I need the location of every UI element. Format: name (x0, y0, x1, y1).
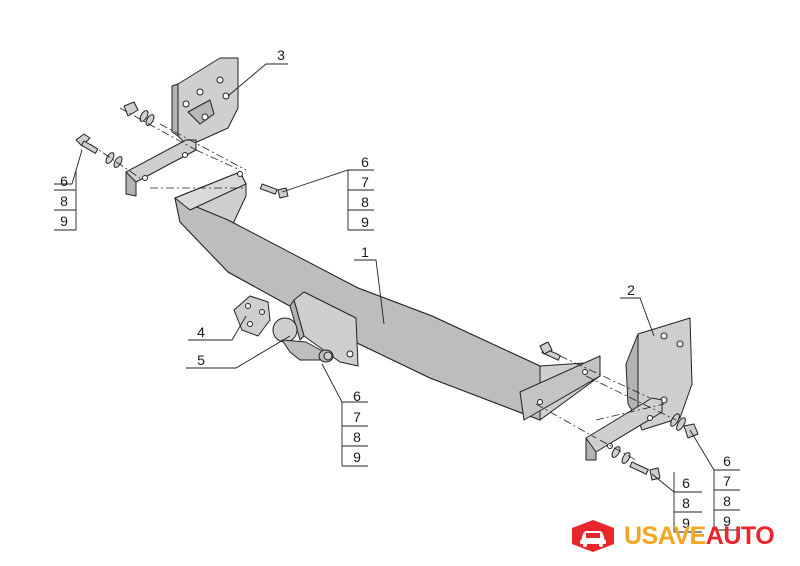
callout-stack-top-center-6: 6 (361, 154, 369, 170)
callout-stack-bottom-right-a-9: 9 (682, 515, 690, 531)
ball-holder-bracket (289, 291, 359, 367)
part-1-crossbeam (174, 171, 601, 421)
logo-wordmark: USAVEAUTO (624, 518, 775, 554)
callout-stack-center-9: 9 (353, 449, 361, 465)
alignment-lines (89, 107, 677, 461)
callout-part-2: 2 (627, 282, 635, 298)
callout-stack-top-left-9: 9 (60, 213, 68, 229)
part-right-side-bracket (585, 397, 663, 461)
callout-stack-top-center-9: 9 (361, 214, 369, 230)
callout-stack-top-left-6: 6 (60, 173, 68, 189)
callout-stack-top-center-7: 7 (361, 174, 369, 190)
callout-stack-bottom-right-b-9: 9 (723, 513, 731, 529)
part-5-tow-ball (272, 317, 334, 363)
callout-stack-bottom-right-b-8: 8 (723, 493, 731, 509)
callout-part-1: 1 (361, 244, 369, 260)
callout-part-5: 5 (197, 352, 205, 368)
callout-part-3: 3 (277, 47, 285, 63)
car-icon (572, 520, 614, 552)
usaveauto-logo: USAVEAUTO (570, 518, 775, 554)
callout-stack-center-8: 8 (353, 429, 361, 445)
callout-stack-top-left-8: 8 (60, 193, 68, 209)
part-4-socket-plate (233, 295, 271, 337)
callout-stack-center-6: 6 (353, 388, 361, 404)
part-left-side-bracket (125, 139, 197, 197)
leader-lines (54, 63, 740, 533)
logo-text-usave: USAVE (624, 522, 706, 550)
callout-stack-top-center-8: 8 (361, 194, 369, 210)
callout-part-4: 4 (197, 324, 205, 340)
logo-text-auto: AUTO (705, 522, 775, 550)
part-3-bracket-plate (171, 57, 239, 147)
callout-stack-bottom-right-a-6: 6 (682, 475, 690, 491)
callout-stack-center-7: 7 (353, 409, 361, 425)
callout-stack-bottom-right-b-7: 7 (723, 473, 731, 489)
callout-stack-bottom-right-b-6: 6 (723, 453, 731, 469)
callout-stack-bottom-right-a-8: 8 (682, 495, 690, 511)
